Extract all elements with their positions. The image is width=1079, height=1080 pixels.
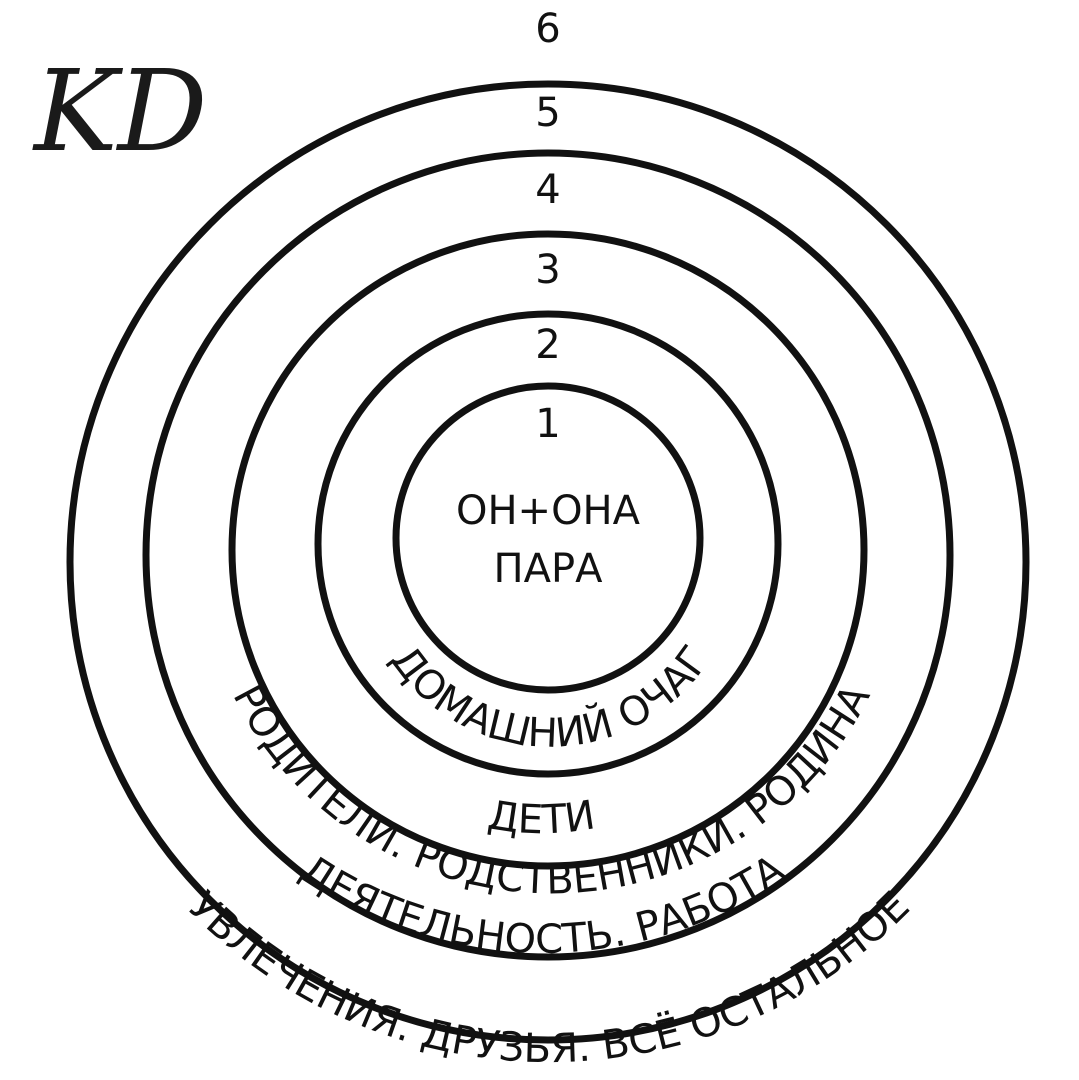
ring-1 — [392, 382, 704, 694]
center-line-1: ОН+ОНА — [456, 488, 641, 534]
ring-number-6: 6 — [535, 6, 560, 52]
arc-label-children-path: ДЕТИ — [485, 792, 598, 843]
ring-number-5: 5 — [535, 90, 560, 136]
kd-logo: KD — [32, 47, 207, 177]
ring-2 — [314, 310, 782, 778]
ring-number-4: 4 — [535, 167, 560, 213]
ring-number-1: 1 — [535, 401, 560, 447]
ring-4 — [142, 149, 954, 961]
arc-label-children: ДЕТИ — [485, 792, 598, 843]
ring-5 — [66, 80, 1030, 1044]
arc-label-hobbies-path: УВЛЕЧЕНИЯ. ДРУЗЬЯ. ВСЁ ОСТАЛЬНОЕ — [179, 883, 918, 1072]
ring-3 — [228, 230, 868, 870]
ring-number-2: 2 — [535, 322, 560, 368]
ring-number-3: 3 — [535, 247, 560, 293]
center-line-2: ПАРА — [494, 546, 604, 592]
arc-label-hobbies: УВЛЕЧЕНИЯ. ДРУЗЬЯ. ВСЁ ОСТАЛЬНОЕ — [179, 883, 918, 1072]
